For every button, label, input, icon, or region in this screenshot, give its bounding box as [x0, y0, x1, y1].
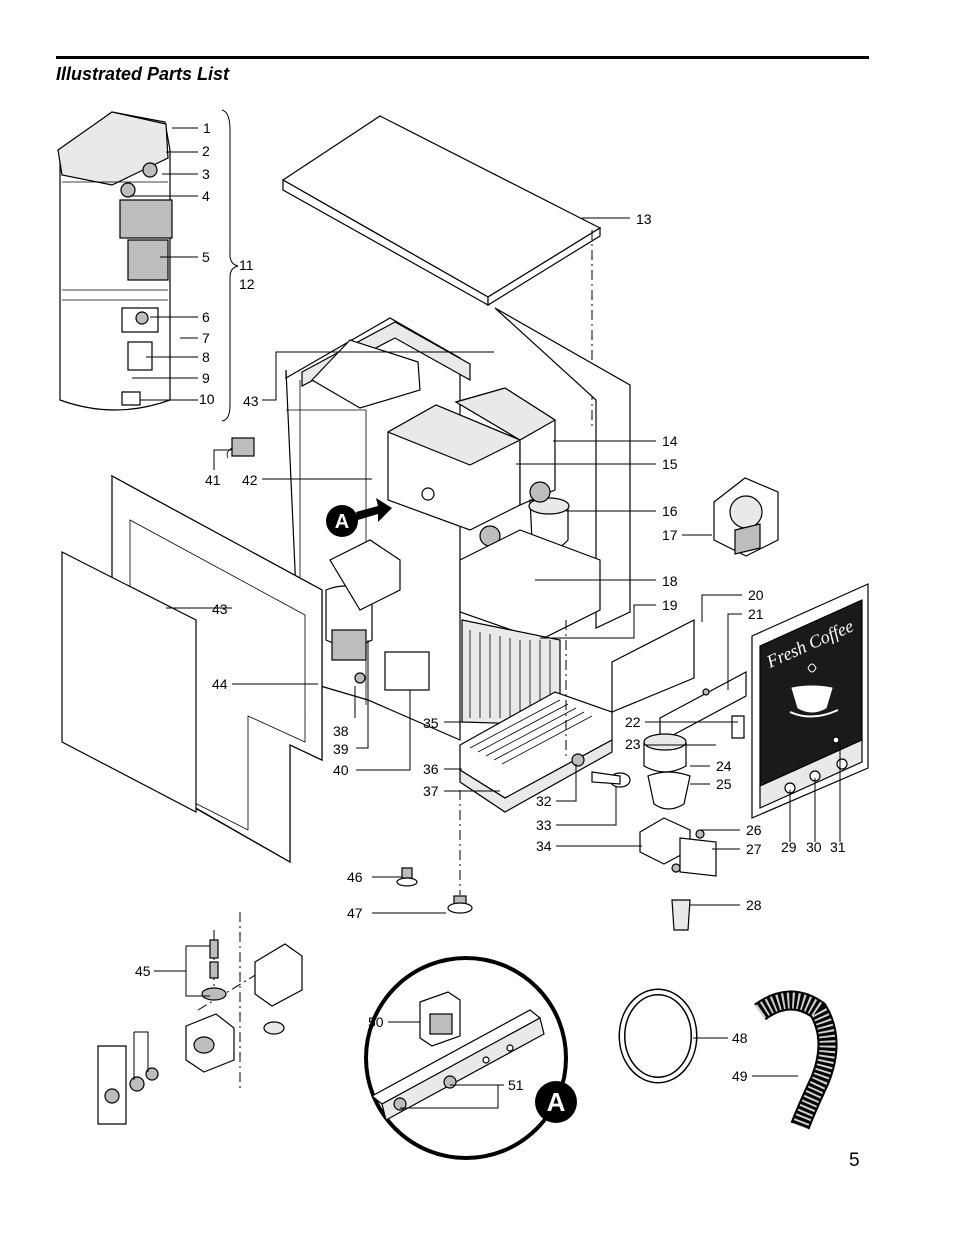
callout-47: 47 — [347, 905, 363, 921]
callout-31: 31 — [830, 839, 846, 855]
internal-valves — [325, 539, 430, 691]
callout-32: 32 — [536, 793, 552, 809]
valve-exploded — [97, 912, 303, 1125]
main-leaders — [133, 217, 841, 1109]
fan-part — [713, 477, 779, 557]
callout-17: 17 — [662, 527, 678, 543]
detail-a-view — [364, 956, 568, 1160]
callout-43-top: 43 — [243, 393, 259, 409]
feet — [396, 867, 473, 914]
callout-49: 49 — [732, 1068, 748, 1084]
callout-48: 48 — [732, 1030, 748, 1046]
callout-45: 45 — [135, 963, 151, 979]
callout-15: 15 — [662, 456, 678, 472]
callout-42: 42 — [242, 472, 258, 488]
hoppers — [386, 387, 570, 551]
callout-11: 11 — [239, 257, 254, 273]
callout-19: 19 — [662, 597, 678, 613]
callout-1: 1 — [203, 120, 211, 136]
callout-5: 5 — [202, 249, 210, 265]
side-panels — [61, 474, 323, 864]
header-rule — [56, 56, 869, 59]
callout-33: 33 — [536, 817, 552, 833]
callout-20: 20 — [748, 587, 764, 603]
callout-41: 41 — [205, 472, 221, 488]
callout-4: 4 — [202, 188, 210, 204]
callout-27: 27 — [746, 841, 762, 857]
callout-10: 10 — [199, 391, 215, 407]
svg-text:A: A — [335, 511, 349, 533]
callout-labels: 1 2 3 4 5 6 7 8 9 10 11 12 13 14 15 16 1… — [135, 120, 846, 1093]
svg-text:A: A — [547, 1087, 566, 1117]
callout-3: 3 — [202, 166, 210, 182]
callout-38: 38 — [333, 723, 349, 739]
relay-part — [226, 437, 255, 459]
detail-a-marker-top: A — [326, 498, 392, 537]
page-title: Illustrated Parts List — [56, 64, 230, 84]
callout-21: 21 — [748, 606, 764, 622]
front-panel: Fresh Coffee — [751, 583, 869, 819]
callout-24: 24 — [716, 758, 732, 774]
callout-43-panel: 43 — [212, 601, 228, 617]
group-bracket — [221, 109, 239, 422]
callout-16: 16 — [662, 503, 678, 519]
callout-39: 39 — [333, 741, 349, 757]
callout-18: 18 — [662, 573, 678, 589]
callout-14: 14 — [662, 433, 678, 449]
brew-spout-assembly — [571, 733, 717, 931]
callout-28: 28 — [746, 897, 762, 913]
splash-bracket — [611, 619, 695, 713]
page-number: 5 — [849, 1150, 860, 1171]
callout-51: 51 — [508, 1077, 524, 1093]
tubing-parts — [618, 988, 838, 1130]
top-cover — [281, 115, 602, 307]
callout-34: 34 — [536, 838, 552, 854]
callout-35: 35 — [423, 715, 439, 731]
callout-30: 30 — [806, 839, 822, 855]
callout-7: 7 — [202, 330, 210, 346]
callout-40: 40 — [333, 762, 349, 778]
callout-23: 23 — [625, 736, 641, 752]
drip-area — [459, 529, 613, 813]
callout-44: 44 — [212, 676, 228, 692]
callout-8: 8 — [202, 349, 210, 365]
callout-25: 25 — [716, 776, 732, 792]
callout-36: 36 — [423, 761, 439, 777]
callout-13: 13 — [636, 211, 652, 227]
callout-12: 12 — [239, 276, 255, 292]
tank-assembly — [57, 111, 173, 411]
callout-29: 29 — [781, 839, 797, 855]
callout-2: 2 — [202, 143, 210, 159]
callout-22: 22 — [625, 714, 641, 730]
callout-26: 26 — [746, 822, 762, 838]
callout-9: 9 — [202, 370, 210, 386]
tank-leaders — [130, 127, 198, 401]
callout-6: 6 — [202, 309, 210, 325]
detail-a-marker-bottom: A — [535, 1081, 577, 1123]
callout-46: 46 — [347, 869, 363, 885]
callout-50: 50 — [368, 1014, 384, 1030]
callout-37: 37 — [423, 783, 439, 799]
